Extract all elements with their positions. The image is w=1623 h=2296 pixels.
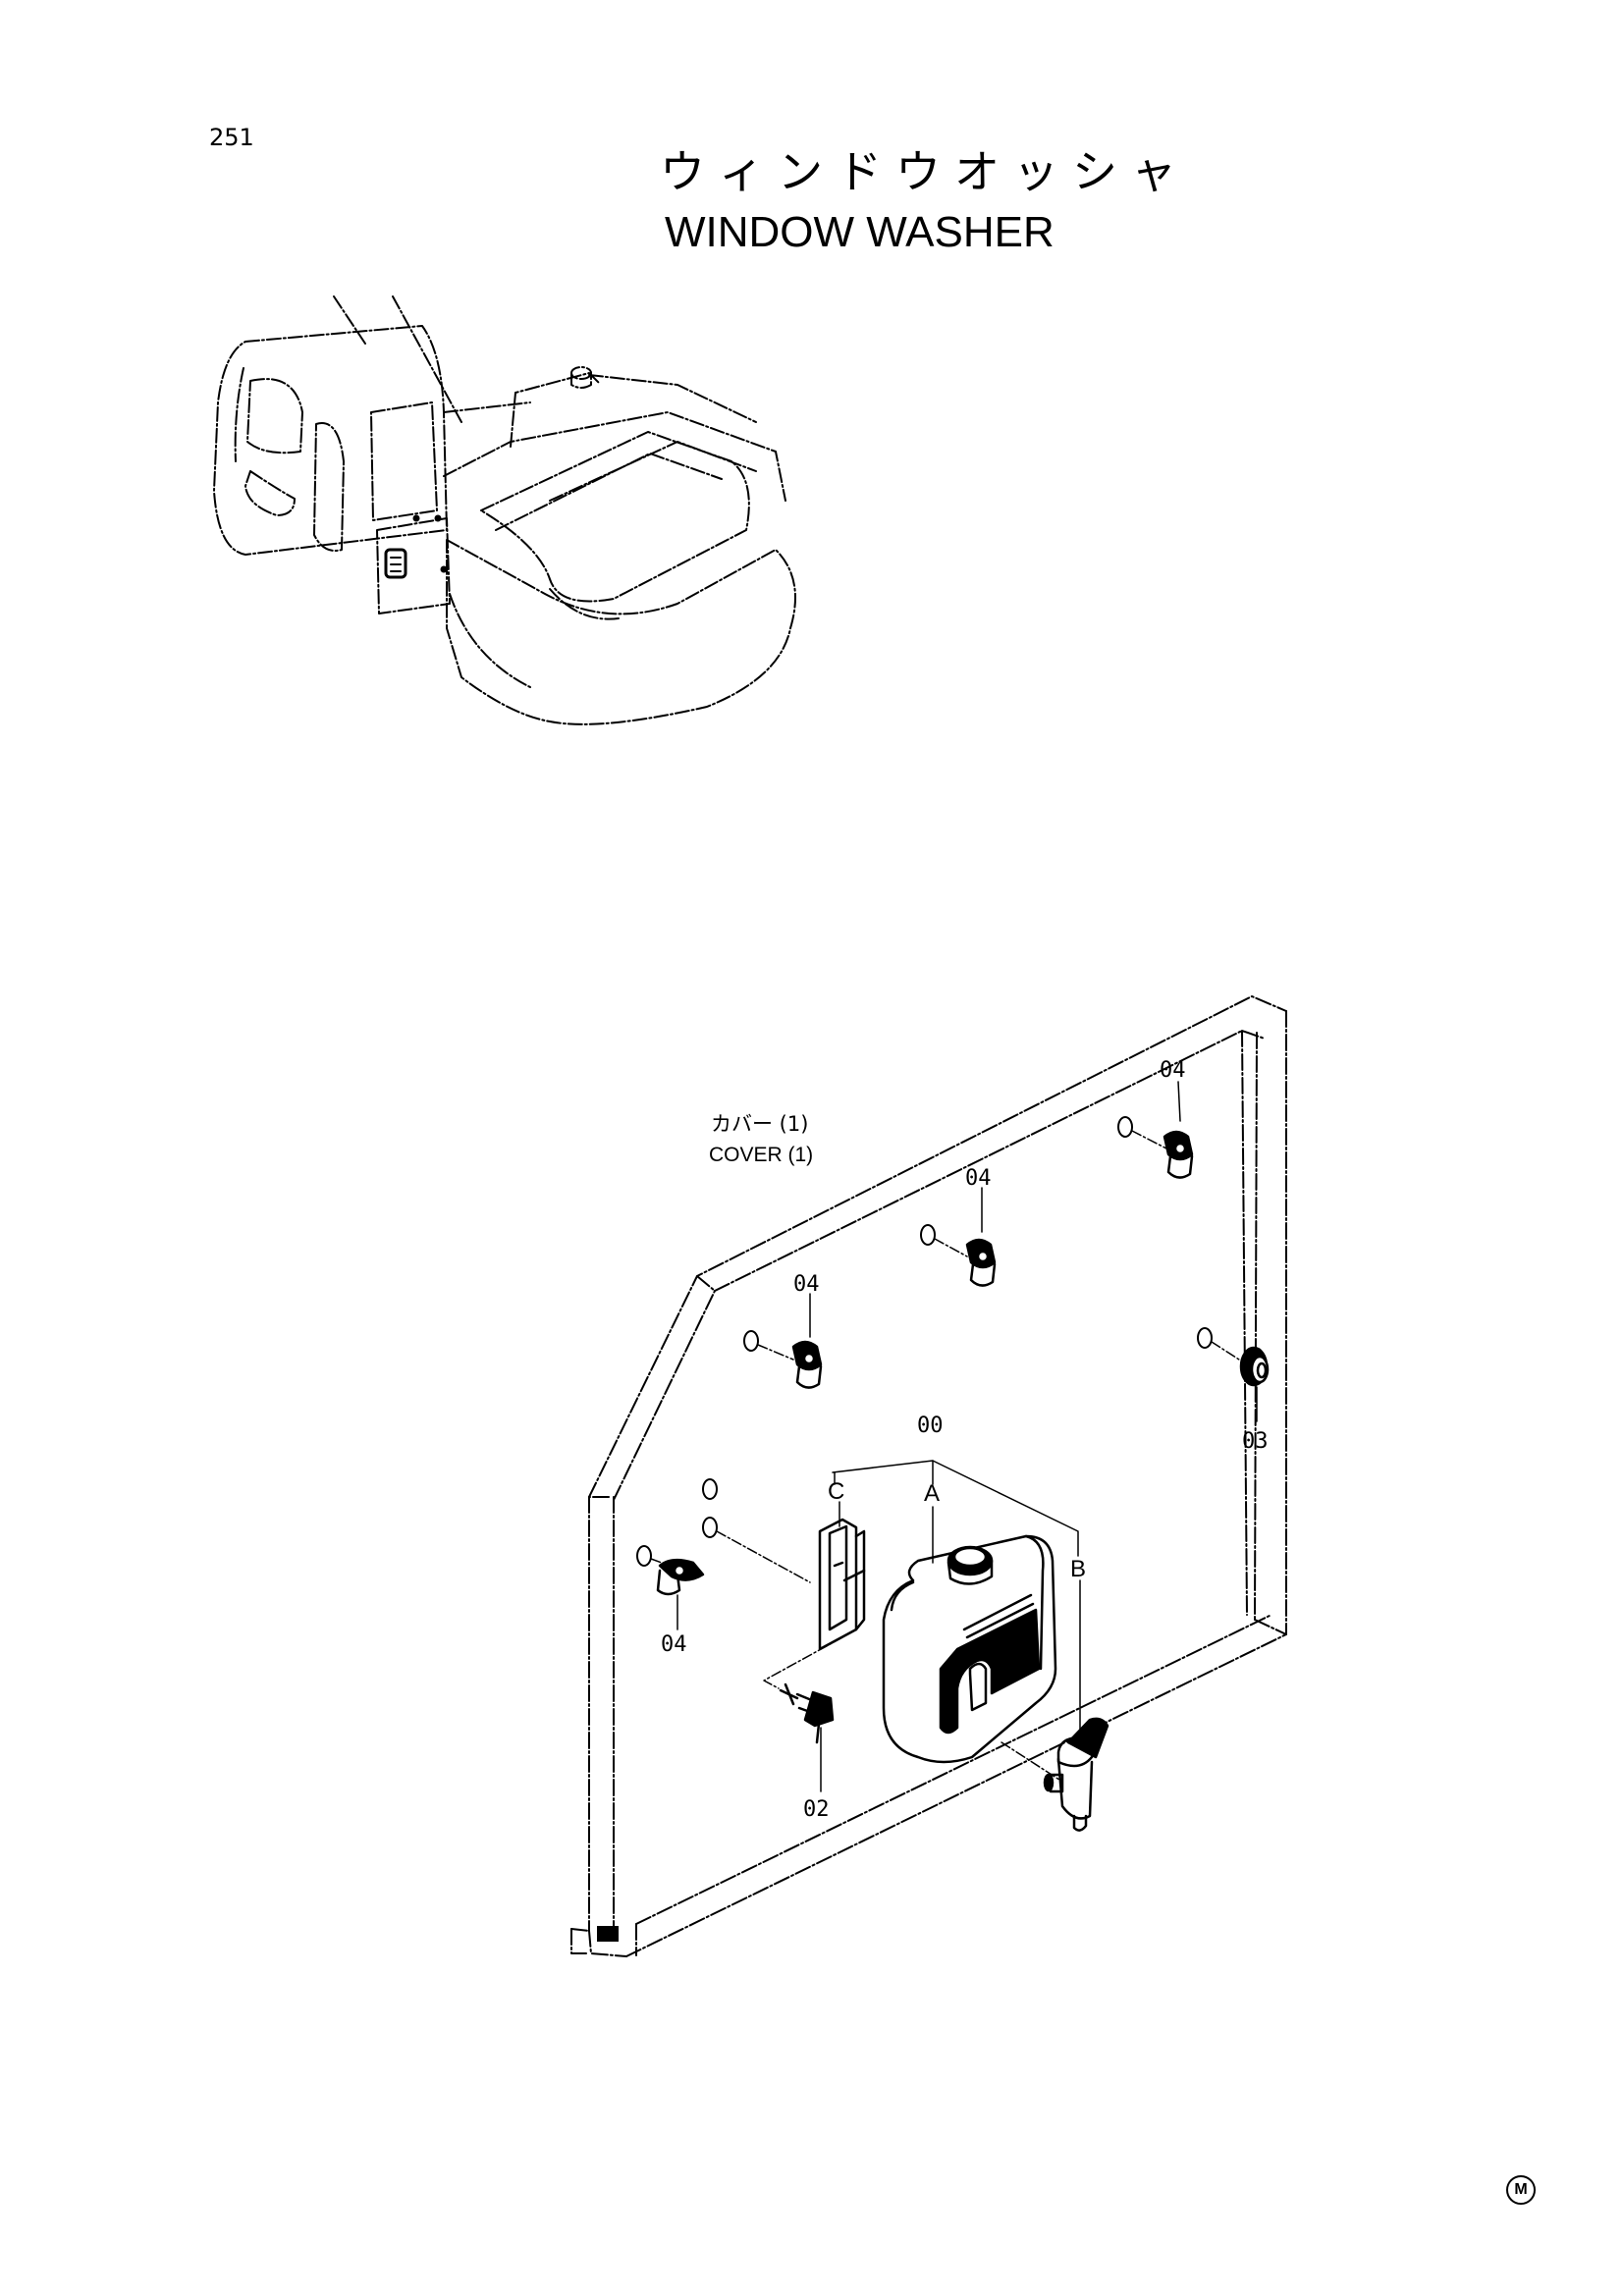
callout-04-bottom-left: 04: [661, 1632, 687, 1657]
corner-block: [597, 1926, 619, 1942]
title-japanese: ウィンドウオッシャ: [660, 145, 1190, 198]
grommet-icon: [1239, 1346, 1270, 1387]
callout-a: A: [924, 1480, 941, 1507]
callout-04-top-middle: 04: [965, 1166, 992, 1191]
clip-icon: [965, 1238, 997, 1287]
mounting-holes: [636, 1116, 1213, 1567]
callout-b: B: [1070, 1556, 1087, 1582]
excavator-overview: [213, 295, 796, 725]
cover-panel: [570, 995, 1287, 1957]
callout-c: C: [828, 1478, 845, 1505]
washer-tank-icon: [882, 1534, 1057, 1764]
callout-00: 00: [917, 1414, 944, 1438]
callout-02: 02: [803, 1797, 830, 1822]
bracket-icon: [818, 1518, 866, 1651]
cover-label-japanese: カバー (1): [711, 1112, 809, 1136]
pump-icon: [1043, 1717, 1109, 1832]
callout-04-top-left: 04: [793, 1272, 820, 1297]
callout-lines: [676, 1081, 1258, 1792]
title-english: WINDOW WASHER: [665, 208, 1055, 256]
cover-label-english: COVER (1): [709, 1144, 814, 1166]
manufacturer-mark: M: [1506, 2175, 1536, 2205]
bolt-icon: [779, 1682, 835, 1744]
callout-03: 03: [1242, 1429, 1269, 1454]
clip-icon: [1163, 1130, 1194, 1179]
callout-04-top-right: 04: [1160, 1058, 1186, 1083]
washer-location-marker: [384, 514, 448, 579]
page-number: 251: [209, 124, 254, 151]
clip-icon: [791, 1340, 823, 1389]
clip-icon: [656, 1558, 705, 1596]
